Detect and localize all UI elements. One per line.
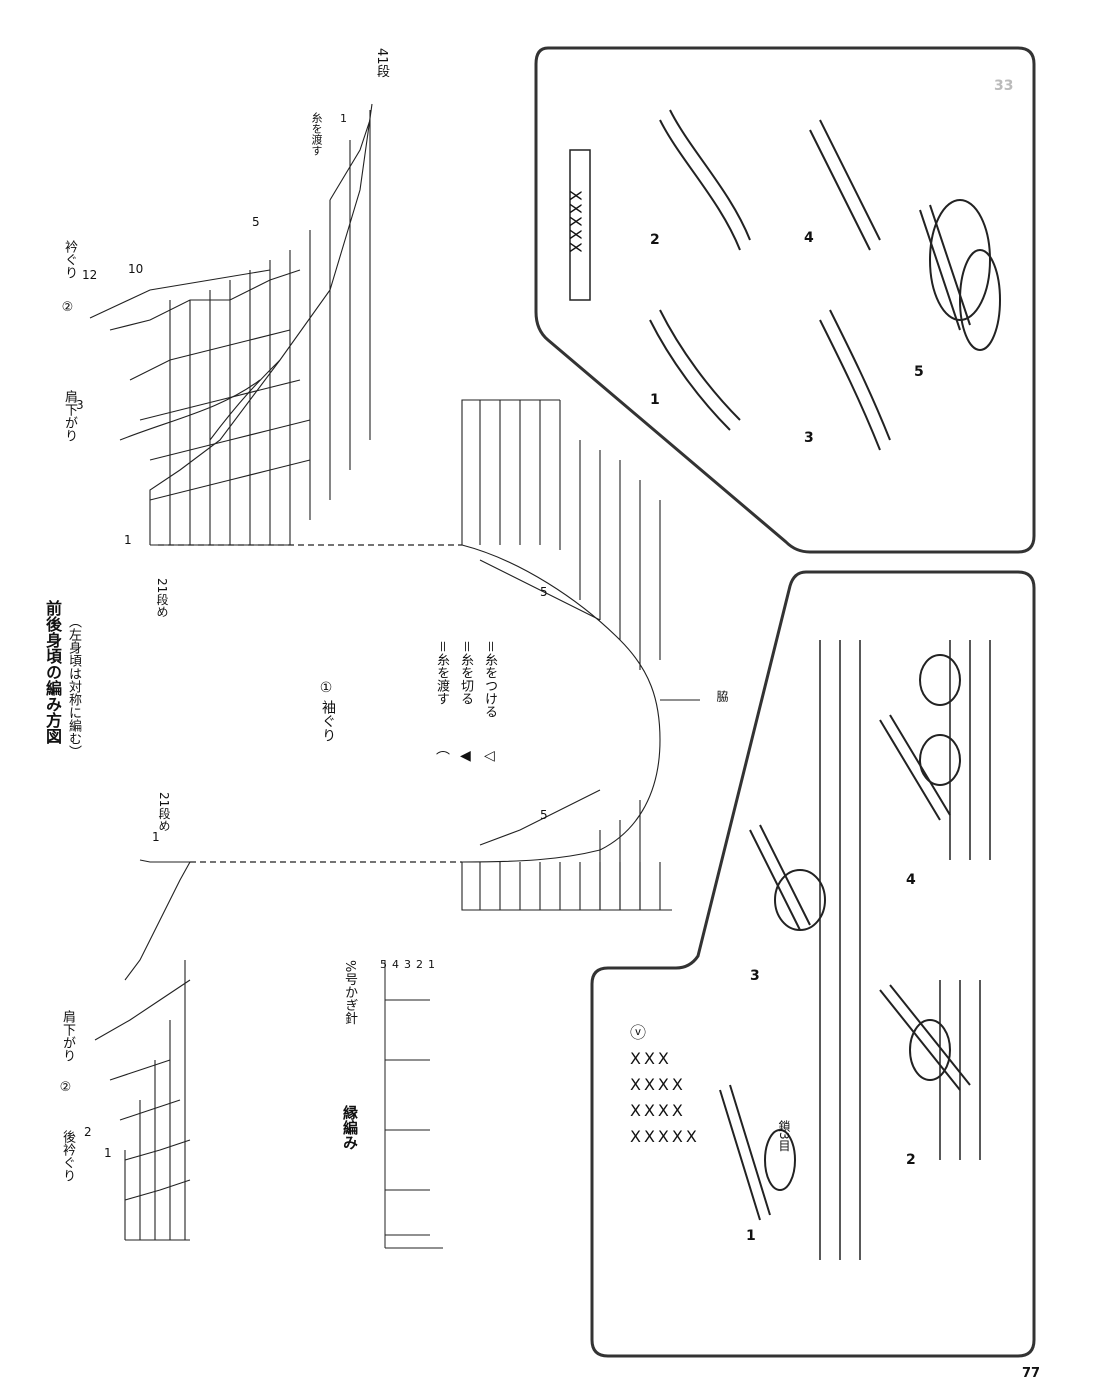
upper-row21: 21段め <box>155 578 169 618</box>
side-label: 脇 <box>715 690 729 702</box>
edging-row4: 4 <box>392 958 399 971</box>
edging-row1: 1 <box>428 958 435 971</box>
bottom-tutorial-panel <box>590 570 1036 1358</box>
left-row2: 2 <box>84 1125 92 1139</box>
armhole-marker: ① <box>318 680 334 696</box>
upper-shoulder: 肩下がり <box>62 390 77 442</box>
edging-title: 縁編み <box>341 1105 359 1150</box>
top-step-3: 3 <box>804 430 814 446</box>
left-row1-b: 1 <box>152 830 160 844</box>
edging-row5: 5 <box>380 958 387 971</box>
top-step-5: 5 <box>914 364 924 380</box>
subtitle: （左身頃は対称に編む） <box>66 615 81 758</box>
legend-join-yarn: ＝糸をつける <box>482 640 497 719</box>
edging-hook: %号かぎ針 <box>342 960 357 1025</box>
armhole-row5b: 5 <box>540 808 548 822</box>
upper-row1-top: 1 <box>340 112 347 125</box>
top-step-2: 2 <box>650 232 660 248</box>
edging-row3: 3 <box>404 958 411 971</box>
upper-row5: 5 <box>252 215 260 229</box>
edging-row2: 2 <box>416 958 423 971</box>
chain-symbol: XXXXX <box>566 190 585 255</box>
upper-front-neck: 衿ぐり <box>62 240 77 279</box>
corner-mark: 33 <box>994 78 1014 94</box>
bottom-illustrations <box>719 640 991 1260</box>
bottom-step-3: 3 <box>750 968 760 984</box>
title: 前後身頃の編み方図 <box>43 600 62 744</box>
armhole-label: 袖ぐり <box>320 700 336 742</box>
upper-row12: 12 <box>82 268 98 282</box>
left-row21: 21段め <box>157 792 171 832</box>
legend-pass-icon: ⌒ <box>436 751 450 767</box>
upper-row41: 41段 <box>374 48 389 78</box>
top-step-4: 4 <box>804 230 814 246</box>
upper-chart-grid <box>89 103 373 546</box>
chain3-label: 鎖3目 <box>777 1120 791 1152</box>
top-step-1: 1 <box>650 392 660 408</box>
left-row1-a: 1 <box>104 1146 112 1160</box>
bottom-step-4: 4 <box>906 872 916 888</box>
legend-join-icon: ◁ <box>484 748 495 764</box>
top-tutorial-panel <box>534 46 1036 554</box>
armhole-chart <box>461 399 700 911</box>
left-marker: ② <box>58 1080 73 1095</box>
armhole-row5a: 5 <box>540 585 548 599</box>
page-number: 77 <box>1022 1366 1041 1381</box>
upper-marker: ② <box>60 300 75 315</box>
left-chart-grid <box>94 859 191 1241</box>
edging-chart <box>384 960 443 1249</box>
top-illustrations <box>569 109 1001 451</box>
legend-cut-yarn: ＝糸を切る <box>458 640 473 706</box>
legend-cut-icon: ◀ <box>460 748 471 764</box>
upper-row1: 1 <box>124 533 132 547</box>
left-shoulder: 肩下がり <box>60 1010 75 1062</box>
upper-row3: 3 <box>76 398 84 412</box>
left-back-neck: 後衿ぐり <box>60 1130 75 1182</box>
upper-row10: 10 <box>128 262 144 276</box>
legend-pass-yarn: ＝糸を渡す <box>434 640 449 706</box>
bottom-step-2: 2 <box>906 1152 916 1168</box>
upper-pass-yarn: 糸を渡す <box>310 112 323 156</box>
bottom-step-1: 1 <box>746 1228 756 1244</box>
